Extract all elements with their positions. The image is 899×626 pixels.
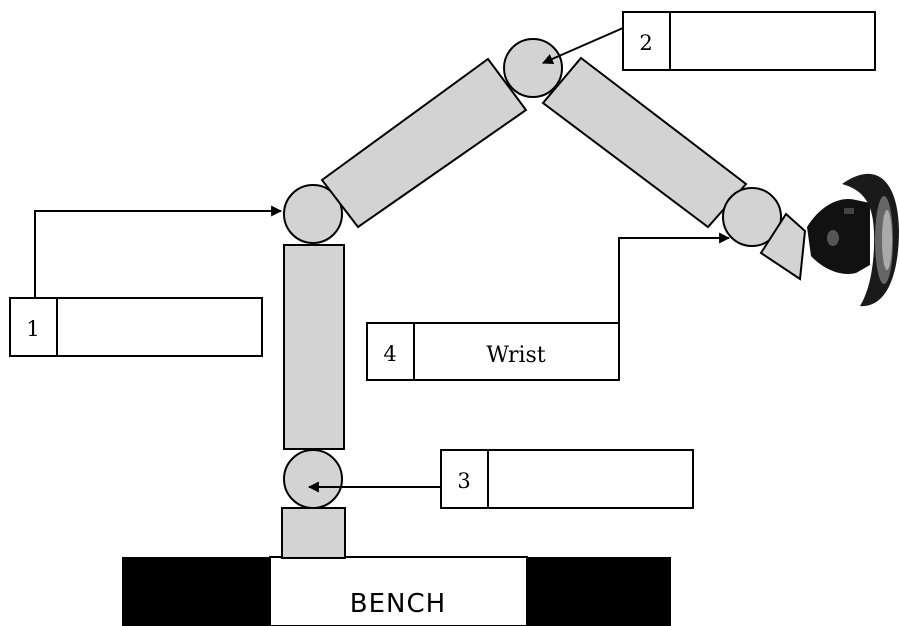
robot-arm	[281, 38, 807, 559]
label-number: 4	[383, 342, 396, 366]
label-box[interactable]	[440, 449, 694, 509]
label-number: 1	[26, 317, 39, 341]
label-number: 3	[457, 469, 470, 493]
label-1: 1	[9, 205, 283, 357]
wrist-connector	[759, 212, 807, 281]
label-box[interactable]	[9, 297, 263, 357]
forearm-segment	[541, 56, 748, 229]
upper-arm-segment	[320, 57, 528, 229]
label-4: 4 Wrist	[366, 232, 731, 381]
bench: BENCH	[122, 556, 671, 626]
leader-arrow	[618, 232, 731, 380]
lower-arm-segment	[283, 244, 345, 450]
wrist-joint	[722, 187, 782, 247]
leader-arrow	[541, 27, 624, 65]
bench-label: BENCH	[350, 589, 446, 619]
leader-arrow	[34, 205, 283, 298]
label-2: 2	[541, 11, 876, 71]
shoulder-joint	[283, 184, 343, 244]
elbow-joint	[503, 38, 563, 98]
label-number: 2	[639, 31, 652, 55]
suction-cup-gripper-icon	[807, 173, 899, 307]
arm-base	[281, 507, 346, 559]
label-answer: Wrist	[486, 343, 545, 368]
bench-top	[269, 556, 528, 626]
label-3: 3	[307, 449, 694, 509]
bench-left-block	[122, 557, 270, 626]
label-box[interactable]	[366, 322, 620, 381]
label-box[interactable]	[622, 11, 876, 71]
bench-right-block	[527, 557, 671, 626]
base-joint	[283, 449, 343, 509]
